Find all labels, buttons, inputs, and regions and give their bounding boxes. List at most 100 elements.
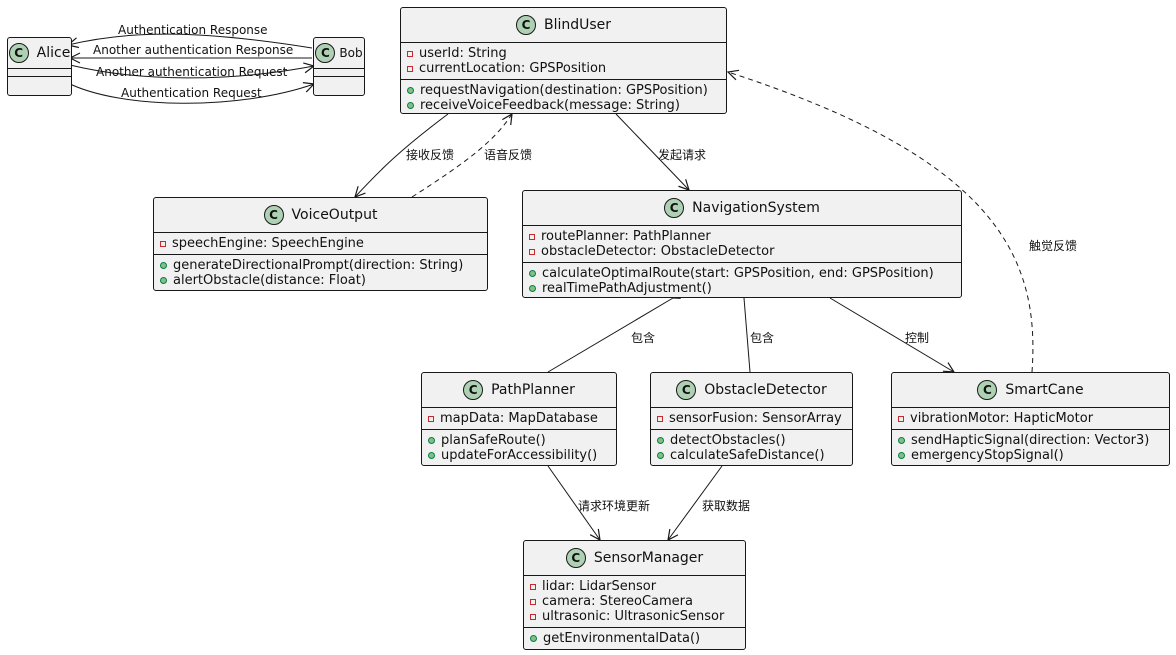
methods-section: calculateOptimalRoute(start: GPSPosition… <box>523 263 961 297</box>
class-alice[interactable]: C Alice <box>7 37 72 96</box>
method-text: updateForAccessibility() <box>441 448 598 463</box>
public-icon <box>428 452 435 459</box>
method-text: calculateSafeDistance() <box>670 448 825 463</box>
methods-section: planSafeRoute() updateForAccessibility() <box>422 430 616 465</box>
class-navigationsystem-header: C NavigationSystem <box>523 191 961 226</box>
field-text: userId: String <box>419 46 507 61</box>
public-icon <box>657 437 664 444</box>
method-row: requestNavigation(destination: GPSPositi… <box>407 83 720 98</box>
class-badge-icon: C <box>977 380 998 400</box>
method-text: planSafeRoute() <box>441 433 546 448</box>
methods-section <box>8 77 71 84</box>
field-row: obstacleDetector: ObstacleDetector <box>529 244 955 259</box>
class-badge-icon: C <box>8 43 29 63</box>
field-text: ultrasonic: UltrasonicSensor <box>542 609 725 624</box>
public-icon <box>428 437 435 444</box>
methods-section: generateDirectionalPrompt(direction: Str… <box>154 255 487 290</box>
field-text: sensorFusion: SensorArray <box>669 411 842 426</box>
class-pathplanner[interactable]: C PathPlanner mapData: MapDatabase planS… <box>421 372 617 466</box>
field-row: currentLocation: GPSPosition <box>407 61 720 76</box>
fields-section: userId: String currentLocation: GPSPosit… <box>401 43 726 80</box>
field-text: routePlanner: PathPlanner <box>541 229 711 244</box>
label-get-data: 获取数据 <box>702 499 751 513</box>
class-name: ObstacleDetector <box>704 382 827 398</box>
field-text: speechEngine: SpeechEngine <box>172 236 364 251</box>
class-badge-icon: C <box>565 548 586 568</box>
fields-section: speechEngine: SpeechEngine <box>154 233 487 255</box>
label-send-request: 发起请求 <box>658 148 707 162</box>
field-row: userId: String <box>407 46 720 61</box>
class-pathplanner-header: C PathPlanner <box>422 373 616 408</box>
class-badge-icon: C <box>463 380 484 400</box>
label-auth-request: Authentication Request <box>121 86 262 100</box>
field-row: lidar: LidarSensor <box>530 579 739 594</box>
class-smartcane[interactable]: C SmartCane vibrationMotor: HapticMotor … <box>891 372 1170 466</box>
fields-section: routePlanner: PathPlanner obstacleDetect… <box>523 226 961 263</box>
class-badge-icon: C <box>515 15 536 35</box>
private-icon <box>530 613 536 620</box>
method-text: emergencyStopSignal() <box>911 448 1064 463</box>
class-alice-header: C Alice <box>8 38 71 69</box>
method-row: updateForAccessibility() <box>428 448 610 463</box>
class-smartcane-header: C SmartCane <box>892 373 1169 408</box>
private-icon <box>529 233 535 240</box>
method-row: emergencyStopSignal() <box>898 448 1163 463</box>
private-icon <box>898 415 904 422</box>
class-sensormanager[interactable]: C SensorManager lidar: LidarSensor camer… <box>523 540 746 650</box>
method-text: generateDirectionalPrompt(direction: Str… <box>173 258 464 273</box>
methods-section: getEnvironmentalData() <box>524 628 745 649</box>
private-icon <box>530 583 536 590</box>
field-text: mapData: MapDatabase <box>440 411 598 426</box>
label-voice-feedback: 语音反馈 <box>484 148 533 162</box>
method-row: getEnvironmentalData() <box>530 631 739 646</box>
public-icon <box>160 262 167 269</box>
methods-section <box>314 77 364 84</box>
edge-auth-request <box>65 81 314 104</box>
public-icon <box>898 437 905 444</box>
method-text: sendHapticSignal(direction: Vector3) <box>911 433 1150 448</box>
field-row: speechEngine: SpeechEngine <box>160 236 481 251</box>
class-voiceoutput[interactable]: C VoiceOutput speechEngine: SpeechEngine… <box>153 197 488 291</box>
label-control: 控制 <box>905 331 930 345</box>
label-haptic-feedback: 触觉反馈 <box>1029 239 1078 253</box>
public-icon <box>529 270 536 277</box>
class-name: SensorManager <box>593 550 704 566</box>
method-row: planSafeRoute() <box>428 433 610 448</box>
method-text: receiveVoiceFeedback(message: String) <box>420 98 680 113</box>
method-row: generateDirectionalPrompt(direction: Str… <box>160 258 481 273</box>
private-icon <box>428 415 434 422</box>
class-badge-icon: C <box>664 198 685 218</box>
label-another-auth-request: Another authentication Request <box>96 65 288 79</box>
class-blinduser[interactable]: C BlindUser userId: String currentLocati… <box>400 7 727 114</box>
field-row: mapData: MapDatabase <box>428 411 610 426</box>
label-another-auth-response: Another authentication Response <box>93 43 294 57</box>
class-blinduser-header: C BlindUser <box>401 8 726 43</box>
edge-voice-feedback <box>411 114 512 198</box>
edge-another-auth-request <box>69 65 314 79</box>
public-icon <box>529 285 536 292</box>
class-navigationsystem[interactable]: C NavigationSystem routePlanner: PathPla… <box>522 190 962 298</box>
class-bob-header: C Bob <box>314 38 364 69</box>
public-icon <box>407 87 414 94</box>
method-row: detectObstacles() <box>657 433 846 448</box>
field-text: obstacleDetector: ObstacleDetector <box>541 244 775 259</box>
class-bob[interactable]: C Bob <box>313 37 365 96</box>
fields-section <box>314 69 364 77</box>
edge-request-env-update <box>547 465 600 540</box>
method-row: receiveVoiceFeedback(message: String) <box>407 98 720 113</box>
methods-section: sendHapticSignal(direction: Vector3) eme… <box>892 430 1169 465</box>
class-obstacledetector[interactable]: C ObstacleDetector sensorFusion: SensorA… <box>650 372 853 466</box>
methods-section: requestNavigation(destination: GPSPositi… <box>401 80 726 113</box>
field-text: camera: StereoCamera <box>542 594 693 609</box>
class-sensormanager-header: C SensorManager <box>524 541 745 576</box>
label-contains-2: 包含 <box>750 331 775 345</box>
field-text: vibrationMotor: HapticMotor <box>910 411 1094 426</box>
method-text: detectObstacles() <box>670 433 786 448</box>
field-row: routePlanner: PathPlanner <box>529 229 955 244</box>
method-row: calculateOptimalRoute(start: GPSPosition… <box>529 266 955 281</box>
public-icon <box>160 277 167 284</box>
field-text: lidar: LidarSensor <box>542 579 657 594</box>
class-name: VoiceOutput <box>291 207 378 223</box>
private-icon <box>160 240 166 247</box>
field-row: sensorFusion: SensorArray <box>657 411 846 426</box>
